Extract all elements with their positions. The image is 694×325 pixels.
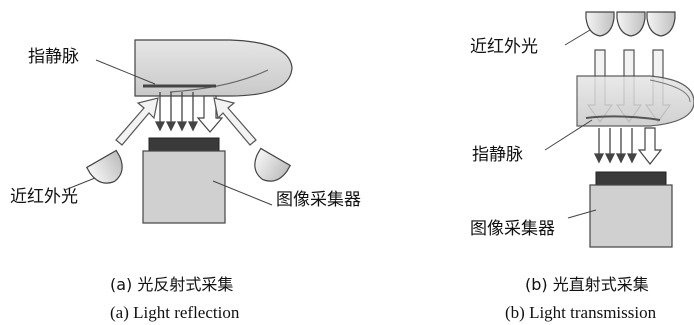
label-vein-a: 指静脉 <box>28 47 79 67</box>
caption-cn-a: (a) 光反射式采集 <box>110 275 233 294</box>
caption-cn-b: (b) 光直射式采集 <box>525 275 649 294</box>
transmitted-light-arrows-b <box>593 128 638 164</box>
label-sensor-b: 图像采集器 <box>470 219 555 239</box>
led-row-b <box>585 11 676 37</box>
nir-arrow-right-a <box>213 97 257 146</box>
label-sensor-a: 图像采集器 <box>276 190 361 210</box>
led-right-a <box>254 147 292 182</box>
image-sensor-b <box>589 171 673 248</box>
leader-vein-a <box>95 59 156 85</box>
reflected-light-arrows-a <box>154 92 199 132</box>
caption-en-a: (a) Light reflection <box>110 303 240 322</box>
leader-sensor-b <box>567 209 597 219</box>
led-1-b <box>585 11 615 37</box>
finger-a <box>134 39 293 97</box>
nir-arrow-left-a <box>115 97 159 146</box>
panel-b: 近红外光 指静脉 图像采集器 (b) 光直射式采集 (b) Light tran… <box>470 11 694 322</box>
panel-a: 指静脉 近红外光 图像采集器 (a) 光反射式采集 (a) Light refl… <box>10 39 361 322</box>
open-arrow-b <box>637 127 663 165</box>
led-left-a <box>85 149 123 184</box>
leader-vein-b <box>544 119 593 151</box>
led-2-b <box>616 11 646 37</box>
image-sensor-a <box>142 137 226 224</box>
label-nir-b: 近红外光 <box>470 37 538 57</box>
finger-b <box>576 75 694 127</box>
leader-sensor-a <box>212 180 273 206</box>
leader-nir-b <box>564 29 591 46</box>
led-3-b <box>646 11 676 37</box>
leader-nir-a <box>64 177 96 191</box>
label-nir-a: 近红外光 <box>10 187 78 207</box>
finger-vein-b <box>585 115 661 121</box>
caption-en-b: (b) Light transmission <box>505 303 657 322</box>
label-vein-b: 指静脉 <box>472 145 523 165</box>
